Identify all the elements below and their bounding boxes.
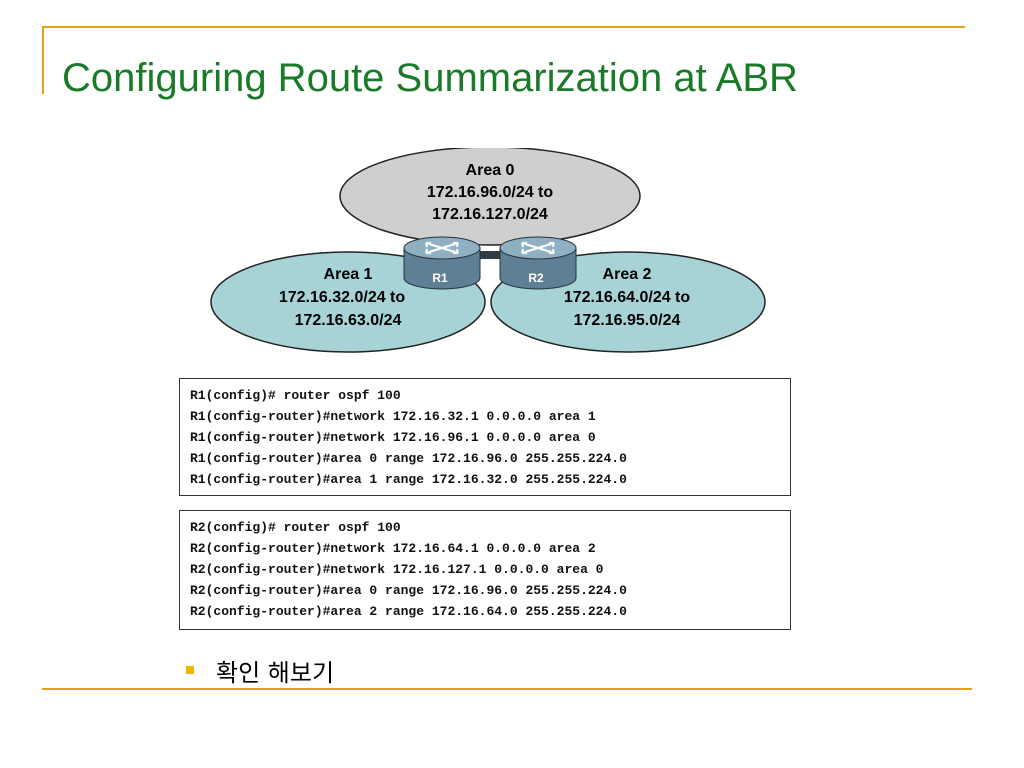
router-icon — [403, 236, 481, 290]
area-1-range-from: 172.16.32.0/24 to — [279, 289, 406, 306]
config-line: R1(config-router)#network 172.16.32.1 0.… — [190, 409, 596, 424]
config-line: R2(config-router)#area 0 range 172.16.96… — [190, 583, 627, 598]
config-line: R2(config-router)#network 172.16.64.1 0.… — [190, 541, 596, 556]
area-0-ellipse — [339, 148, 641, 246]
area-2-name: Area 2 — [603, 266, 652, 283]
config-line: R1(config)# router ospf 100 — [190, 388, 401, 403]
router-r1-label: R1 — [432, 271, 448, 285]
ospf-area-diagram: Area 0 172.16.96.0/24 to 172.16.127.0/24… — [210, 148, 766, 353]
bottom-rule — [42, 688, 972, 690]
area-0-name: Area 0 — [466, 162, 515, 179]
config-line: R2(config-router)#network 172.16.127.1 0… — [190, 562, 604, 577]
area-1-range-to: 172.16.63.0/24 — [295, 312, 402, 329]
config-line: R1(config-router)#area 0 range 172.16.96… — [190, 451, 627, 466]
area-2-range-to: 172.16.95.0/24 — [574, 312, 681, 329]
area-1-name: Area 1 — [324, 266, 373, 283]
router-r1: R1 — [403, 236, 481, 290]
slide-title: Configuring Route Summarization at ABR — [62, 56, 798, 100]
config-line: R2(config-router)#area 2 range 172.16.64… — [190, 604, 627, 619]
config-line: R2(config)# router ospf 100 — [190, 520, 401, 535]
router-r2-label: R2 — [528, 271, 544, 285]
top-rule — [42, 26, 965, 28]
r1-config-box: R1(config)# router ospf 100 R1(config-ro… — [179, 378, 791, 496]
area-0-range-from: 172.16.96.0/24 to — [427, 184, 554, 201]
config-line: R1(config-router)#network 172.16.96.1 0.… — [190, 430, 596, 445]
router-r2: R2 — [499, 236, 577, 290]
bullet-text: 확인 해보기 — [216, 658, 335, 687]
r2-config-box: R2(config)# router ospf 100 R2(config-ro… — [179, 510, 791, 630]
area-0-range-to: 172.16.127.0/24 — [432, 206, 548, 223]
router-icon — [499, 236, 577, 290]
bullet-item: 확인 해보기 — [186, 654, 335, 687]
square-bullet-icon — [186, 666, 194, 674]
left-rule — [42, 26, 44, 94]
config-line: R1(config-router)#area 1 range 172.16.32… — [190, 472, 627, 487]
router-link — [470, 251, 516, 259]
area-2-range-from: 172.16.64.0/24 to — [564, 289, 691, 306]
